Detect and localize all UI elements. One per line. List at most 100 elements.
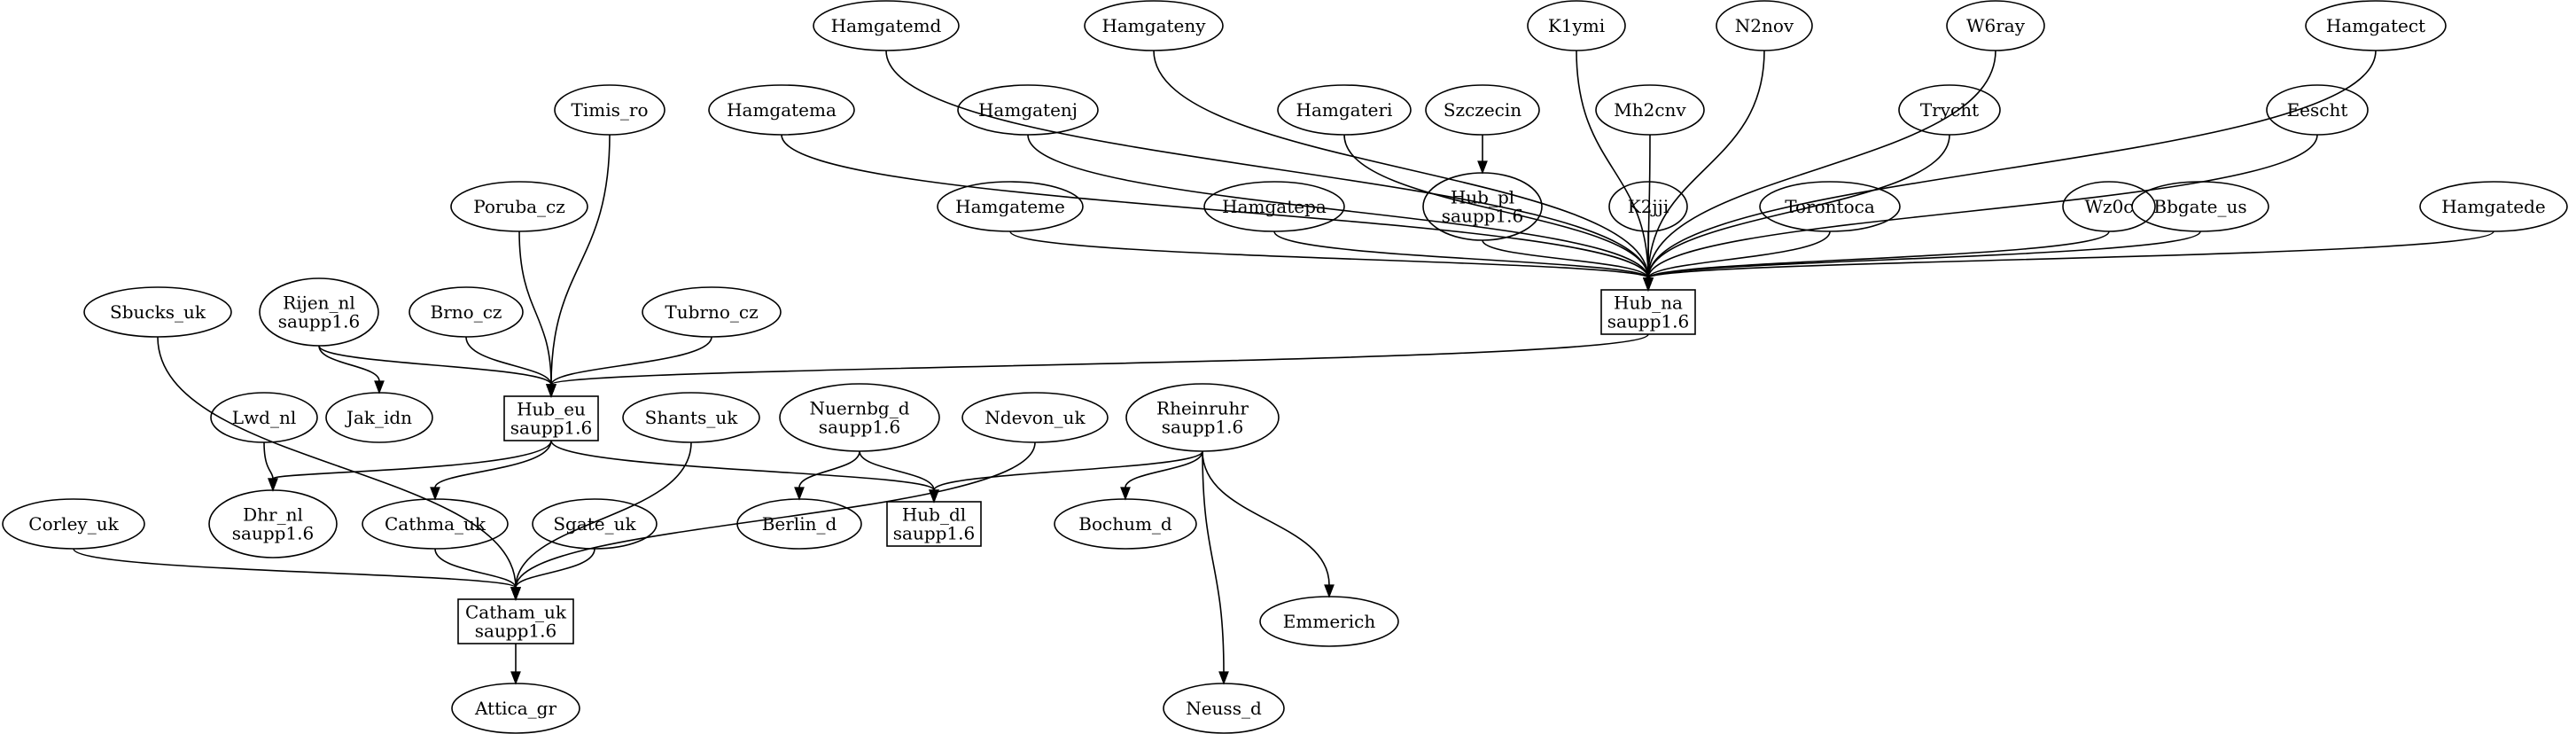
- node-label: Attica_gr: [474, 698, 556, 719]
- node-timis-ro[interactable]: Timis_ro: [554, 84, 665, 136]
- edge-line: [1153, 50, 1649, 279]
- node-ellipse: [1595, 84, 1705, 136]
- node-eescht[interactable]: Eescht: [2266, 84, 2369, 136]
- node-emmerich[interactable]: Emmerich: [1259, 596, 1399, 647]
- edge-rijen-nl-to-hub-eu: [318, 345, 556, 398]
- node-ellipse: [450, 181, 588, 232]
- node-ellipse: [708, 84, 855, 136]
- node-label: Szczecin: [1444, 99, 1521, 121]
- node-sgate-uk[interactable]: Sgate_uk: [532, 498, 658, 550]
- edge-line: [1125, 450, 1203, 488]
- edge-hub-eu-to-cathma-uk: [430, 440, 552, 501]
- node-sublabel: saupp1.6: [232, 523, 314, 544]
- node-ellipse: [1527, 0, 1626, 51]
- node-label: Emmerich: [1283, 611, 1376, 632]
- edge-torontoca-to-hub-na: [1643, 230, 1831, 292]
- node-box: [457, 598, 574, 644]
- node-wz0c[interactable]: Wz0c: [2062, 181, 2156, 232]
- edge-szczecin-to-hub-pl: [1477, 135, 1488, 175]
- node-poruba-cz[interactable]: Poruba_cz: [450, 181, 588, 232]
- node-w6ray[interactable]: W6ray: [1946, 0, 2045, 51]
- node-label: Eescht: [2287, 99, 2348, 121]
- node-cathma-uk[interactable]: Cathma_uk: [362, 498, 509, 550]
- edge-line: [515, 441, 692, 589]
- node-szczecin[interactable]: Szczecin: [1425, 84, 1540, 136]
- node-label: Catham_uk: [465, 602, 567, 623]
- node-berlin-d[interactable]: Berlin_d: [736, 498, 862, 550]
- node-label: Rijen_nl: [283, 293, 355, 314]
- edge-arrowhead: [1218, 671, 1229, 685]
- node-hamgateny[interactable]: Hamgateny: [1084, 0, 1224, 51]
- node-label: K2jji: [1628, 196, 1669, 217]
- node-hamgatect[interactable]: Hamgatect: [2305, 0, 2447, 51]
- edge-hamgatepa-to-hub-na: [1273, 230, 1654, 292]
- node-torontoca[interactable]: Torontoca: [1759, 181, 1901, 232]
- node-k1ymi[interactable]: K1ymi: [1527, 0, 1626, 51]
- node-box: [503, 395, 599, 441]
- node-box: [886, 501, 982, 547]
- node-ellipse: [2062, 181, 2156, 232]
- node-bochum-d[interactable]: Bochum_d: [1054, 498, 1197, 550]
- node-hamgateri[interactable]: Hamgateri: [1277, 84, 1412, 136]
- node-jak-idn[interactable]: Jak_idn: [325, 392, 433, 443]
- edge-line: [157, 336, 517, 589]
- node-trycht[interactable]: Trycht: [1898, 84, 2001, 136]
- node-n2nov[interactable]: N2nov: [1716, 0, 1813, 51]
- node-ellipse: [554, 84, 665, 136]
- edge-line: [518, 230, 552, 386]
- edge-line: [885, 50, 1649, 279]
- node-label: Wz0c: [2084, 196, 2133, 217]
- node-shants-uk[interactable]: Shants_uk: [622, 392, 760, 443]
- node-ndevon-uk[interactable]: Ndevon_uk: [961, 392, 1109, 443]
- node-bbgate-us[interactable]: Bbgate_us: [2131, 181, 2269, 232]
- node-tubrno-cz[interactable]: Tubrno_cz: [642, 286, 782, 338]
- edge-line: [1647, 230, 1831, 279]
- node-k2jji[interactable]: K2jji: [1608, 181, 1688, 232]
- node-hamgatemd[interactable]: Hamgatemd: [813, 0, 960, 51]
- node-corley-uk[interactable]: Corley_uk: [2, 498, 145, 550]
- node-label: Hamgatede: [2441, 196, 2546, 217]
- edge-hub-na-to-hub-eu: [546, 333, 1649, 398]
- node-lwd-nl[interactable]: Lwd_nl: [210, 392, 318, 443]
- edge-line: [515, 548, 595, 589]
- edge-line: [550, 333, 1649, 386]
- node-hamgatepa[interactable]: Hamgatepa: [1203, 181, 1345, 232]
- node-mh2cnv[interactable]: Mh2cnv: [1595, 84, 1705, 136]
- node-hamgatenj[interactable]: Hamgatenj: [957, 84, 1099, 136]
- node-sbucks-uk[interactable]: Sbucks_uk: [83, 286, 232, 338]
- node-hamgatema[interactable]: Hamgatema: [708, 84, 855, 136]
- node-hamgateme[interactable]: Hamgateme: [937, 181, 1084, 232]
- node-attica-gr[interactable]: Attica_gr: [451, 683, 580, 734]
- node-ellipse: [1277, 84, 1412, 136]
- node-ellipse: [2266, 84, 2369, 136]
- edge-line: [1647, 134, 1950, 279]
- node-label: Ndevon_uk: [984, 407, 1086, 428]
- node-ellipse: [1259, 596, 1399, 647]
- node-label: Hamgatect: [2326, 15, 2425, 36]
- edge-hamgateme-to-hub-na: [1009, 230, 1654, 292]
- node-label: Cathma_uk: [385, 513, 486, 535]
- edge-line: [1647, 230, 2110, 279]
- edge-rijen-nl-to-jak-idn: [318, 345, 385, 394]
- edge-catham-uk-to-attica-gr: [510, 643, 521, 685]
- node-hamgatede[interactable]: Hamgatede: [2419, 181, 2568, 232]
- node-brno-cz[interactable]: Brno_cz: [409, 286, 524, 338]
- node-label: Hamgateny: [1101, 15, 1206, 36]
- node-sublabel: saupp1.6: [1607, 311, 1689, 332]
- edge-rheinruhr-to-bochum-d: [1120, 450, 1203, 501]
- node-neuss-d[interactable]: Neuss_d: [1163, 683, 1285, 734]
- node-label: Hamgatema: [727, 99, 837, 121]
- node-ellipse: [2419, 181, 2568, 232]
- node-ellipse: [208, 489, 338, 558]
- edge-line: [1202, 450, 1225, 673]
